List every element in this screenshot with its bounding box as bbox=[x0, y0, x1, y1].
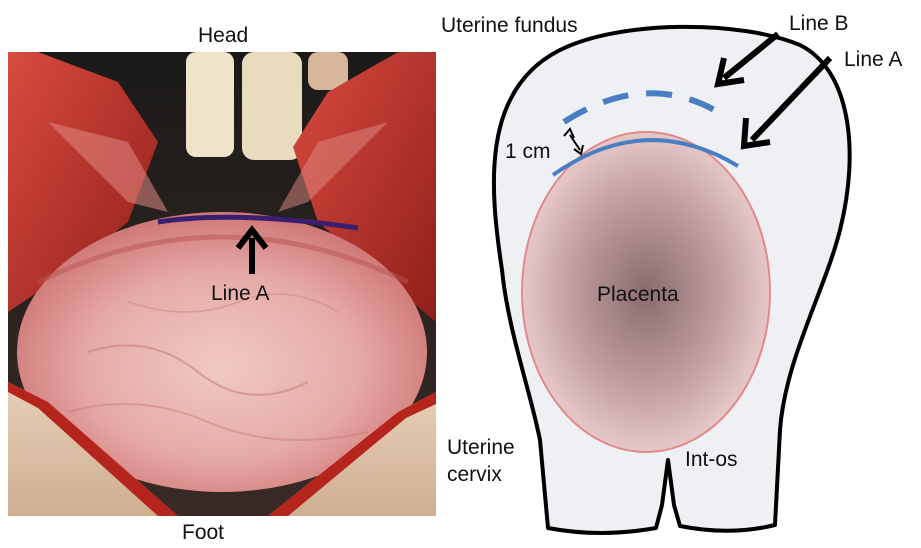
uterine-cervix-label-line1: Uterine bbox=[447, 436, 515, 459]
line-b-label: Line B bbox=[789, 12, 849, 35]
uterine-cervix-label-line2: cervix bbox=[447, 463, 502, 486]
uterine-fundus-label: Uterine fundus bbox=[441, 14, 578, 37]
uterus-diagram bbox=[440, 0, 921, 548]
photo-line-a-label: Line A bbox=[211, 282, 269, 305]
one-cm-label: 1 cm bbox=[505, 140, 551, 163]
foot-label: Foot bbox=[182, 521, 224, 544]
placenta-label: Placenta bbox=[597, 283, 679, 306]
int-os-label: Int-os bbox=[685, 448, 738, 471]
head-label: Head bbox=[198, 24, 248, 47]
line-a-label: Line A bbox=[844, 48, 902, 71]
